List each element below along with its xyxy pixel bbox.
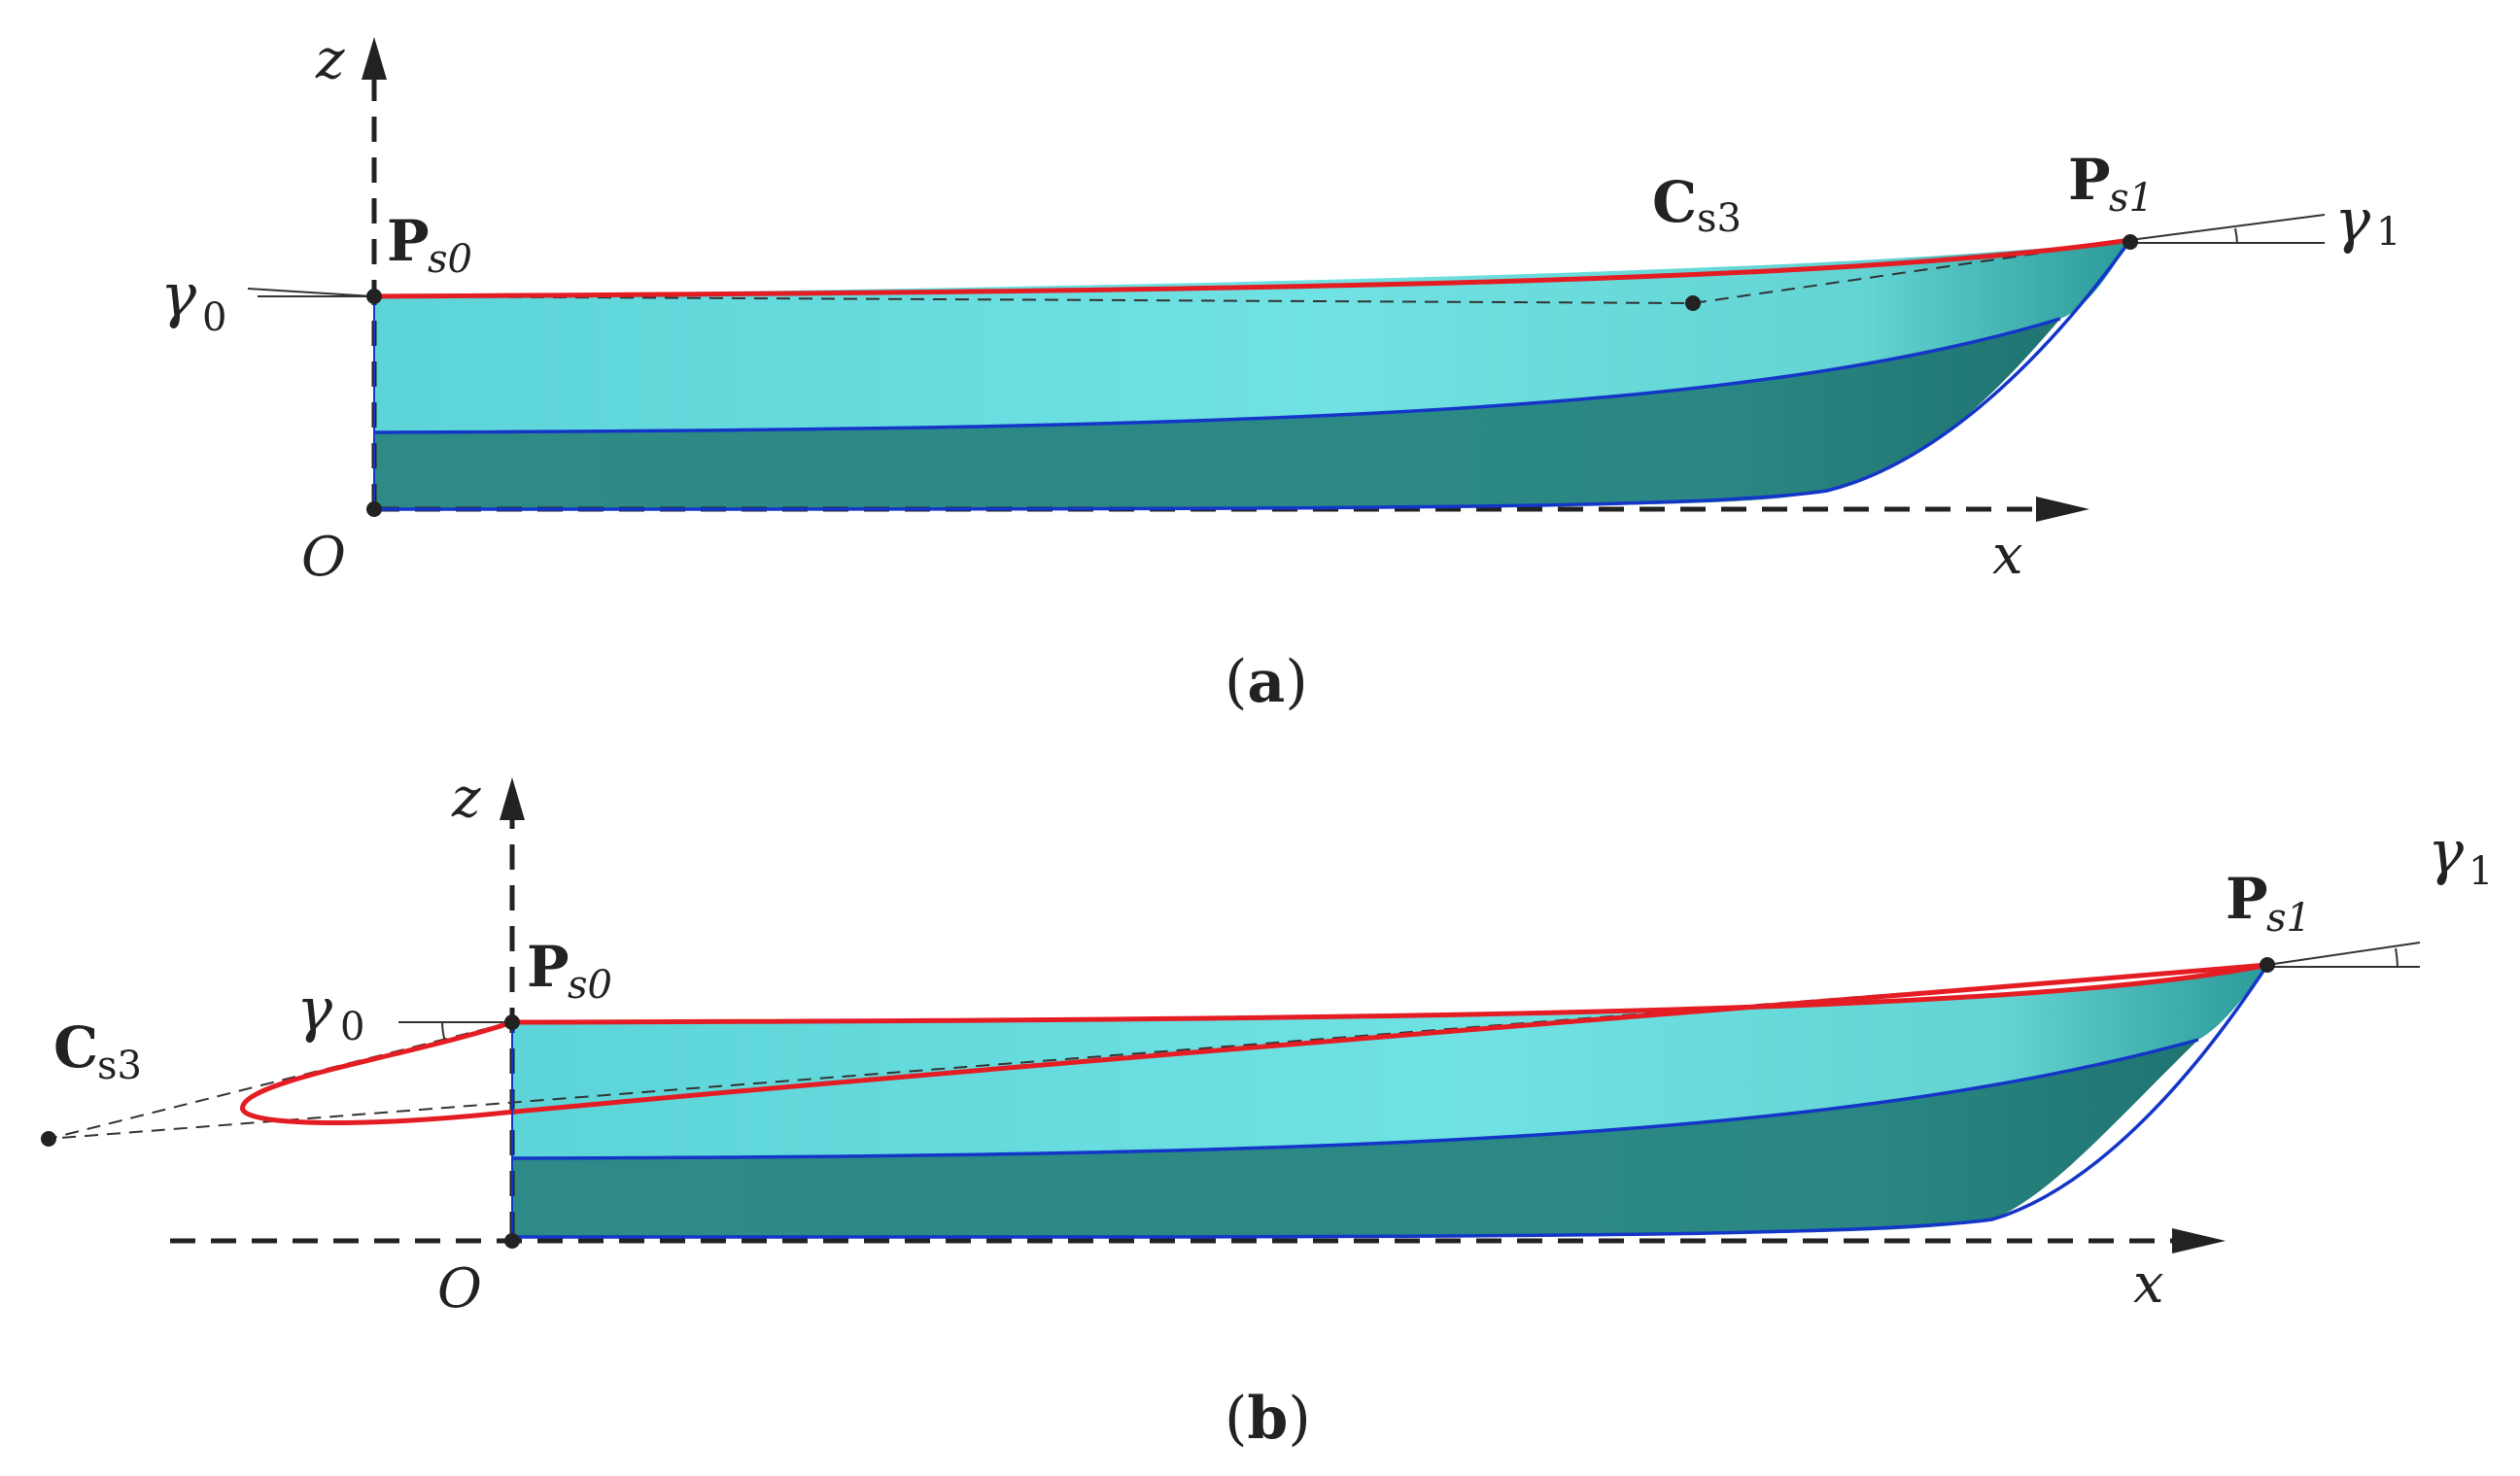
x-axis-label: x	[1992, 524, 2023, 587]
ps0-label: P	[387, 208, 430, 274]
hull-lower-surface	[374, 319, 2060, 509]
keel-profile-curve	[373, 238, 2132, 511]
panel-a-caption: (a)	[1225, 648, 1308, 716]
gamma1-label: γ	[2334, 185, 2371, 256]
x-axis-arrowhead	[2036, 497, 2089, 522]
cs3-subscript: s3	[1697, 196, 1742, 241]
point-ps1	[2123, 234, 2138, 250]
panel-b-caption: (b)	[1225, 1385, 1311, 1453]
sheer-line-curve	[373, 237, 2131, 299]
chine-line-curve	[373, 317, 2061, 434]
hull-lower-surface	[512, 1040, 2198, 1237]
hull-upper-surface	[374, 240, 2130, 432]
gamma1-tangent-line	[2129, 214, 2326, 241]
gamma0-label: γ	[296, 974, 333, 1045]
keel-profile-curve	[511, 964, 2269, 1239]
point-cs3	[1685, 295, 1701, 311]
chine-line-curve	[511, 1038, 2199, 1160]
ps0-label: P	[527, 934, 570, 1000]
sheer-line-curve	[511, 962, 2268, 1025]
point-ps0	[366, 289, 382, 304]
point-ps0	[504, 1014, 520, 1030]
gamma0-tangent-line	[247, 288, 375, 297]
origin-label: O	[437, 1257, 482, 1321]
gamma1-label: γ	[2428, 816, 2465, 887]
gamma0-subscript: 0	[202, 295, 226, 340]
panel-b: z x O P s0 C s3 P s1 γ 0 γ 1 (b)	[41, 767, 2493, 1453]
point-origin	[366, 501, 382, 517]
ps1-label: P	[2226, 866, 2268, 932]
cs3-label: C	[1652, 169, 1697, 235]
gamma1-subscript: 1	[2468, 849, 2493, 894]
gamma0-subscript: 0	[340, 1005, 364, 1049]
gamma1-tangent-line	[2266, 942, 2421, 966]
ps1-subscript: s1	[2266, 896, 2311, 941]
z-axis-label: z	[315, 28, 345, 91]
z-axis-arrowhead	[362, 37, 387, 80]
point-ps1	[2260, 957, 2275, 973]
gamma1-angle-arc	[2395, 947, 2399, 968]
ps1-subscript: s1	[2109, 176, 2154, 221]
cs3-subscript: s3	[97, 1044, 142, 1088]
x-axis-label: x	[2133, 1253, 2164, 1316]
z-axis-label: z	[451, 767, 481, 830]
point-cs3	[41, 1131, 56, 1147]
ps0-subscript: s0	[568, 963, 612, 1008]
ps0-subscript: s0	[428, 237, 472, 282]
gamma1-subscript: 1	[2376, 210, 2400, 255]
sheer-loop-curve	[240, 962, 2268, 1125]
gamma0-label: γ	[160, 259, 197, 330]
cs3-label: C	[53, 1014, 98, 1081]
point-origin	[504, 1233, 520, 1249]
origin-label: O	[301, 526, 346, 589]
ps1-label: P	[2068, 147, 2111, 213]
panel-a: z x O P s0 C s3 P s1 γ 0 γ 1 (a)	[160, 28, 2400, 716]
z-axis-arrowhead	[500, 777, 525, 820]
gamma1-angle-arc	[2234, 227, 2238, 244]
x-axis-arrowhead	[2172, 1228, 2226, 1253]
